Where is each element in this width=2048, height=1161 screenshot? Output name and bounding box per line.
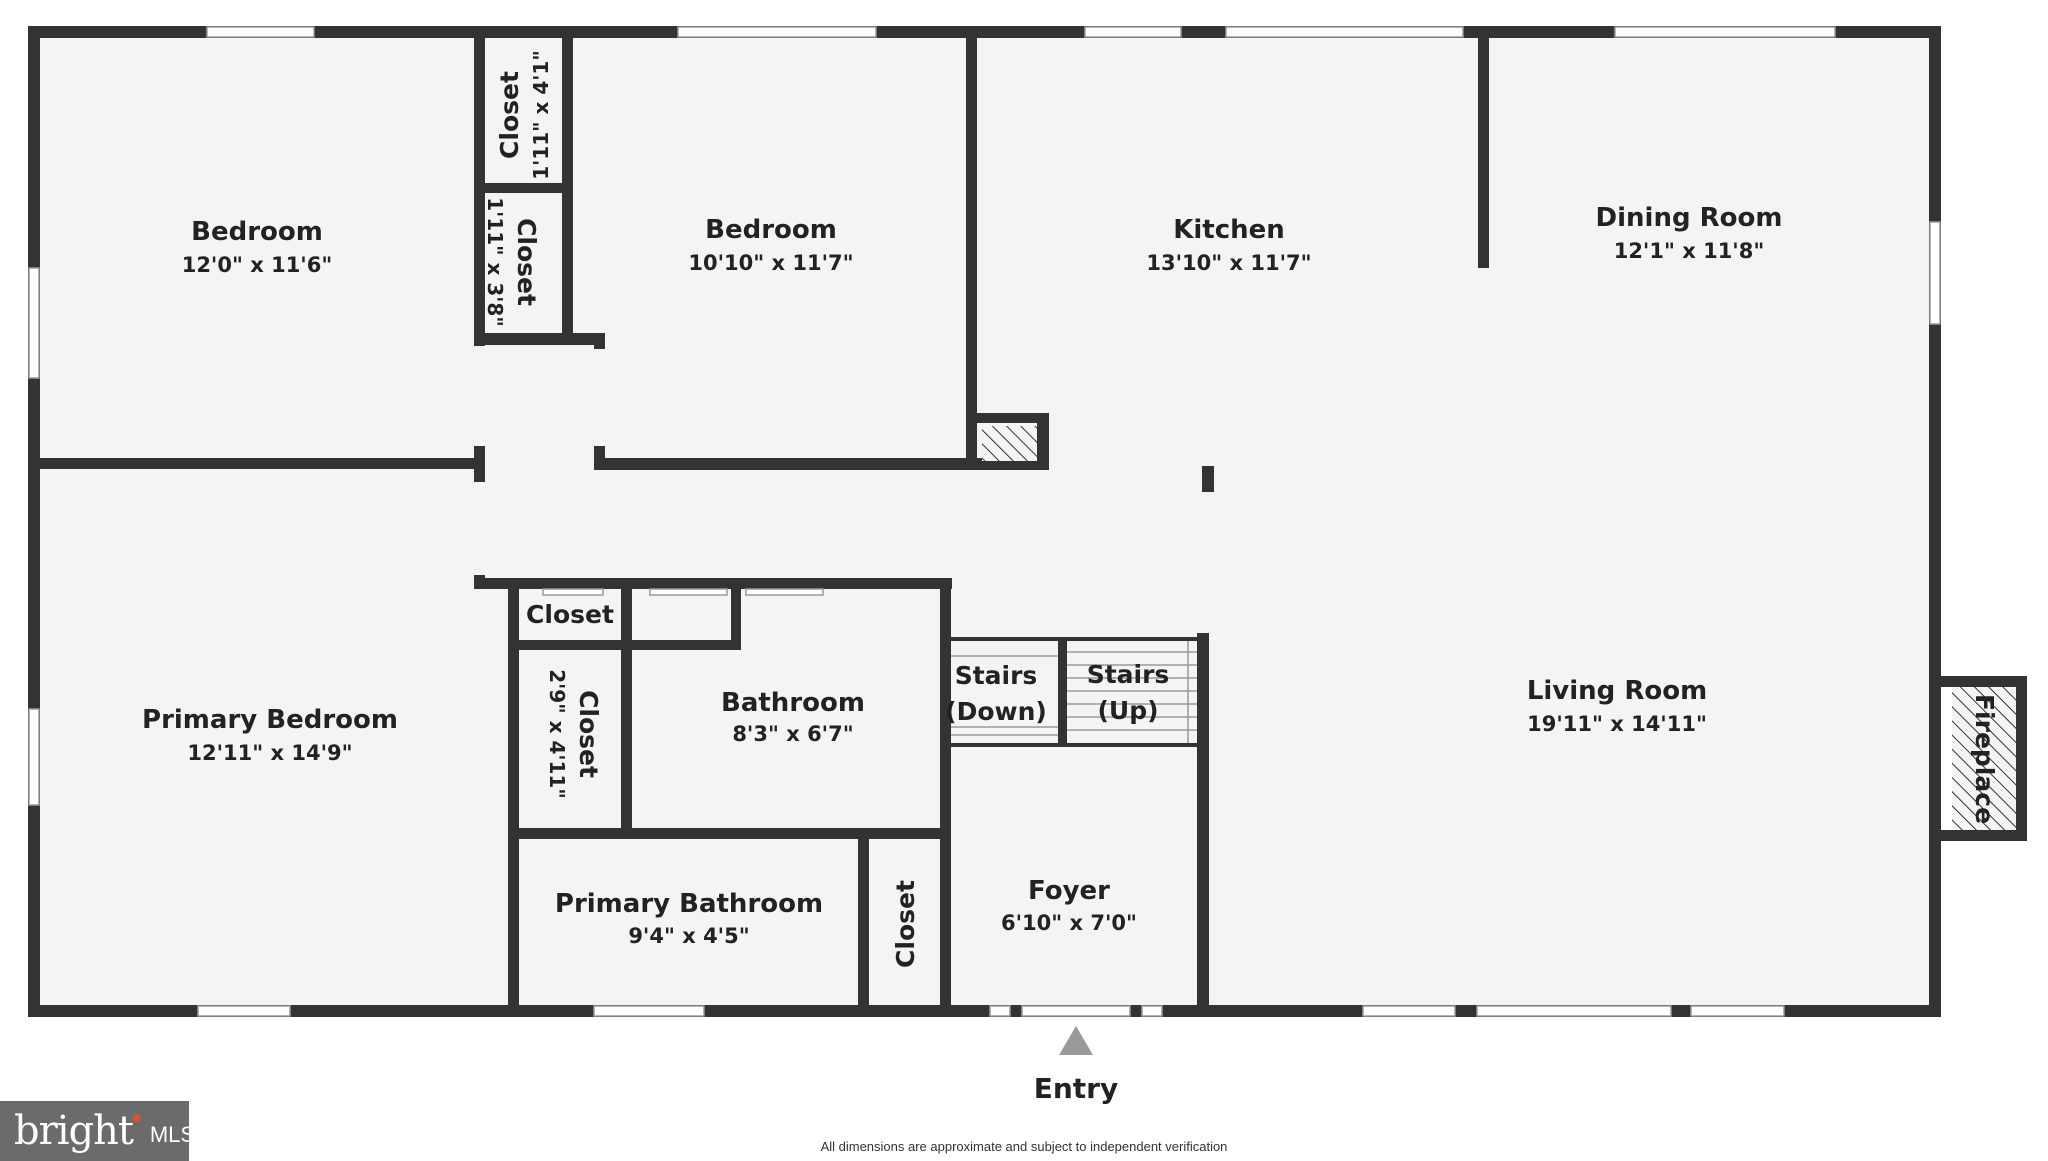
svg-text:Closet: Closet [512, 218, 541, 306]
room-stairs-down: Stairs (Down) [945, 661, 1047, 726]
room-stairs-up: Stairs (Up) [1087, 660, 1170, 725]
svg-text:12'11" x 14'9": 12'11" x 14'9" [187, 741, 352, 765]
logo-dot-icon: ● [130, 1106, 142, 1127]
room-closet-5: Closet [891, 880, 920, 968]
svg-text:Stairs: Stairs [955, 661, 1038, 690]
svg-text:Living Room: Living Room [1527, 676, 1707, 706]
svg-text:Closet: Closet [526, 600, 614, 629]
room-primary-bathroom: Primary Bathroom 9'4" x 4'5" [555, 889, 823, 948]
svg-text:Fireplace: Fireplace [1970, 694, 1999, 824]
svg-text:(Down): (Down) [945, 697, 1047, 726]
svg-text:Foyer: Foyer [1028, 876, 1110, 906]
room-closet-3: Closet [526, 600, 614, 629]
room-closet-4: Closet 2'9" x 4'11" [545, 669, 603, 799]
svg-text:(Up): (Up) [1097, 696, 1158, 725]
svg-text:12'0" x 11'6": 12'0" x 11'6" [182, 253, 333, 277]
floor-area [28, 28, 1940, 1010]
room-closet-2: Closet 1'11" x 3'8" [483, 197, 541, 327]
room-bathroom: Bathroom 8'3" x 6'7" [721, 688, 865, 746]
room-living-room: Living Room 19'11" x 14'11" [1527, 676, 1707, 736]
svg-text:6'10" x 7'0": 6'10" x 7'0" [1001, 911, 1137, 935]
logo-suffix: MLS [149, 1122, 196, 1147]
svg-text:Bathroom: Bathroom [721, 688, 865, 718]
svg-text:9'4" x 4'5": 9'4" x 4'5" [628, 924, 749, 948]
svg-text:Dining Room: Dining Room [1596, 203, 1783, 233]
svg-text:Bedroom: Bedroom [705, 215, 837, 245]
svg-text:8'3" x 6'7": 8'3" x 6'7" [732, 722, 853, 746]
logo-brand: bright [14, 1108, 134, 1154]
entry-arrow-icon [1059, 1026, 1093, 1055]
disclaimer: All dimensions are approximate and subje… [821, 1139, 1228, 1154]
bright-mls-logo: bright ● MLS [0, 1101, 195, 1161]
svg-text:Closet: Closet [495, 71, 524, 159]
room-kitchen: Kitchen 13'10" x 11'7" [1146, 215, 1311, 275]
svg-text:1'11" x 3'8": 1'11" x 3'8" [483, 197, 507, 327]
svg-text:Bedroom: Bedroom [191, 217, 323, 247]
interior-walls [28, 26, 2027, 1017]
room-foyer: Foyer 6'10" x 7'0" [1001, 876, 1137, 935]
windows [28, 26, 1941, 1017]
svg-text:Primary Bathroom: Primary Bathroom [555, 889, 823, 919]
room-fireplace: Fireplace [1970, 694, 1999, 824]
svg-text:10'10" x 11'7": 10'10" x 11'7" [688, 251, 853, 275]
room-bedroom-2: Bedroom 10'10" x 11'7" [688, 215, 853, 275]
svg-text:1'11" x 4'1": 1'11" x 4'1" [529, 50, 553, 180]
fireplace-hatch [1952, 687, 2016, 830]
entry-label: Entry [1034, 1072, 1119, 1105]
room-primary-bedroom: Primary Bedroom 12'11" x 14'9" [142, 705, 398, 765]
svg-text:Stairs: Stairs [1087, 660, 1170, 689]
chimney-hatch [982, 426, 1037, 461]
svg-text:Kitchen: Kitchen [1173, 215, 1285, 245]
svg-text:Primary Bedroom: Primary Bedroom [142, 705, 398, 735]
stairs-treads [951, 641, 1197, 743]
svg-text:2'9" x 4'11": 2'9" x 4'11" [545, 669, 569, 799]
room-dining-room: Dining Room 12'1" x 11'8" [1596, 203, 1783, 263]
svg-text:Closet: Closet [574, 690, 603, 778]
svg-text:Closet: Closet [891, 880, 920, 968]
room-closet-1: Closet 1'11" x 4'1" [495, 50, 553, 180]
room-bedroom-1: Bedroom 12'0" x 11'6" [182, 217, 333, 277]
svg-text:19'11" x 14'11": 19'11" x 14'11" [1527, 712, 1707, 736]
svg-text:12'1" x 11'8": 12'1" x 11'8" [1614, 239, 1765, 263]
svg-text:13'10" x 11'7": 13'10" x 11'7" [1146, 251, 1311, 275]
